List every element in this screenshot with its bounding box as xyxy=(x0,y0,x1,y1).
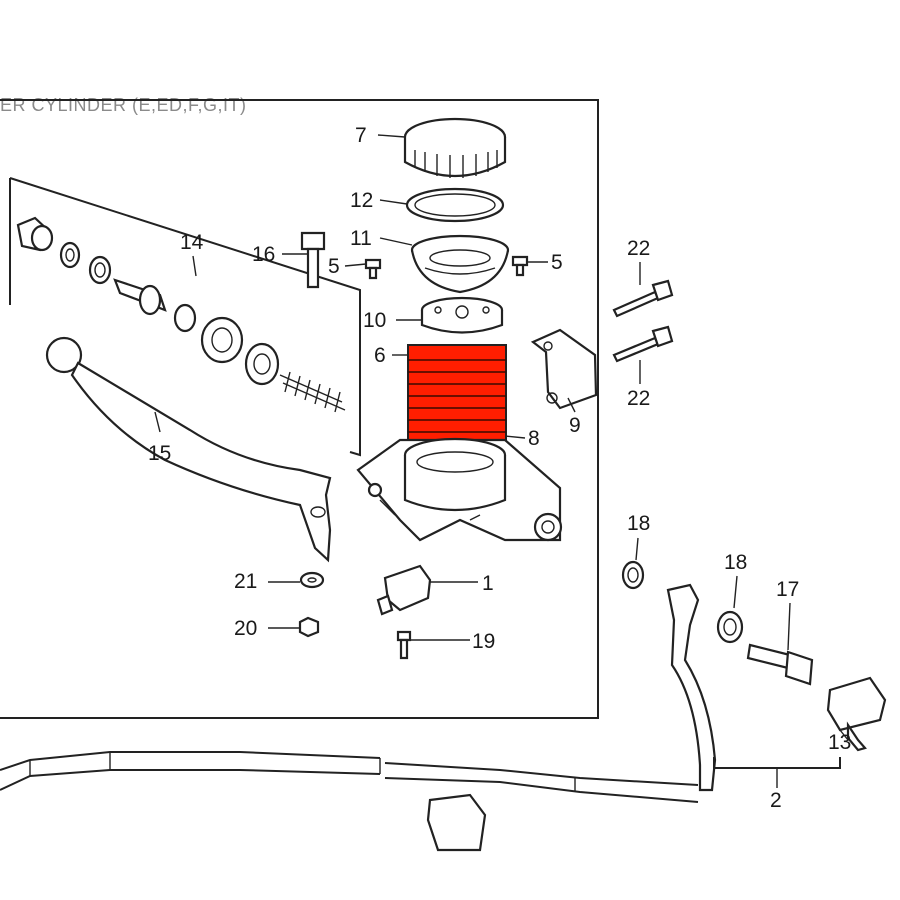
label-part-2: 2 xyxy=(770,789,782,812)
switch-screw[interactable] xyxy=(396,630,412,660)
brake-hose[interactable] xyxy=(0,583,717,803)
label-part-11: 11 xyxy=(350,227,372,250)
label-part-9: 9 xyxy=(569,414,581,437)
clamp-bolt-lower[interactable] xyxy=(612,325,674,363)
label-part-21: 21 xyxy=(234,570,258,593)
screw-right[interactable] xyxy=(511,255,529,277)
sealing-washer-lower[interactable] xyxy=(716,610,744,644)
label-part-10: 10 xyxy=(363,309,387,332)
label-part-15: 15 xyxy=(148,442,172,465)
label-part-18-lower: 18 xyxy=(724,551,748,574)
sealing-washer-upper[interactable] xyxy=(621,560,645,590)
bottom-fitting xyxy=(426,793,487,852)
group-bracket xyxy=(713,757,841,769)
label-part-7: 7 xyxy=(355,124,367,147)
label-part-18-upper: 18 xyxy=(627,512,651,535)
hose-fitting[interactable] xyxy=(826,676,887,752)
nut-20[interactable] xyxy=(298,616,320,638)
reservoir-plate[interactable] xyxy=(420,296,504,334)
brake-light-switch[interactable] xyxy=(376,564,432,616)
highlighted-bellows-boot[interactable] xyxy=(407,344,507,444)
banjo-bolt[interactable] xyxy=(746,643,814,686)
clamp-bolt-upper[interactable] xyxy=(612,279,674,318)
reservoir-cap[interactable] xyxy=(403,117,507,178)
master-cylinder-body[interactable] xyxy=(356,437,563,542)
label-part-22-lower: 22 xyxy=(627,387,651,410)
diaphragm-plate[interactable] xyxy=(405,187,505,223)
label-part-16: 16 xyxy=(252,243,276,266)
label-part-1: 1 xyxy=(482,572,494,595)
label-part-14: 14 xyxy=(180,231,204,254)
label-part-13: 13 xyxy=(828,731,852,754)
label-part-6: 6 xyxy=(374,344,386,367)
screw-left[interactable] xyxy=(364,258,382,280)
label-part-22-upper: 22 xyxy=(627,237,651,260)
piston-kit-parts[interactable] xyxy=(16,216,346,413)
lever-pivot-bolt[interactable] xyxy=(300,231,326,289)
label-part-5-right: 5 xyxy=(551,251,563,274)
handlebar-clamp[interactable] xyxy=(530,328,598,410)
label-part-17: 17 xyxy=(776,578,800,601)
label-part-12: 12 xyxy=(350,189,374,212)
label-part-20: 20 xyxy=(234,617,258,640)
label-part-19: 19 xyxy=(472,630,496,653)
diaphragm[interactable] xyxy=(410,234,510,294)
piston-kit-box xyxy=(9,177,361,457)
washer-21[interactable] xyxy=(299,571,325,589)
label-part-8: 8 xyxy=(528,427,540,450)
frame-border xyxy=(0,99,599,719)
brake-lever[interactable] xyxy=(45,336,332,563)
label-part-5-left: 5 xyxy=(328,255,340,278)
